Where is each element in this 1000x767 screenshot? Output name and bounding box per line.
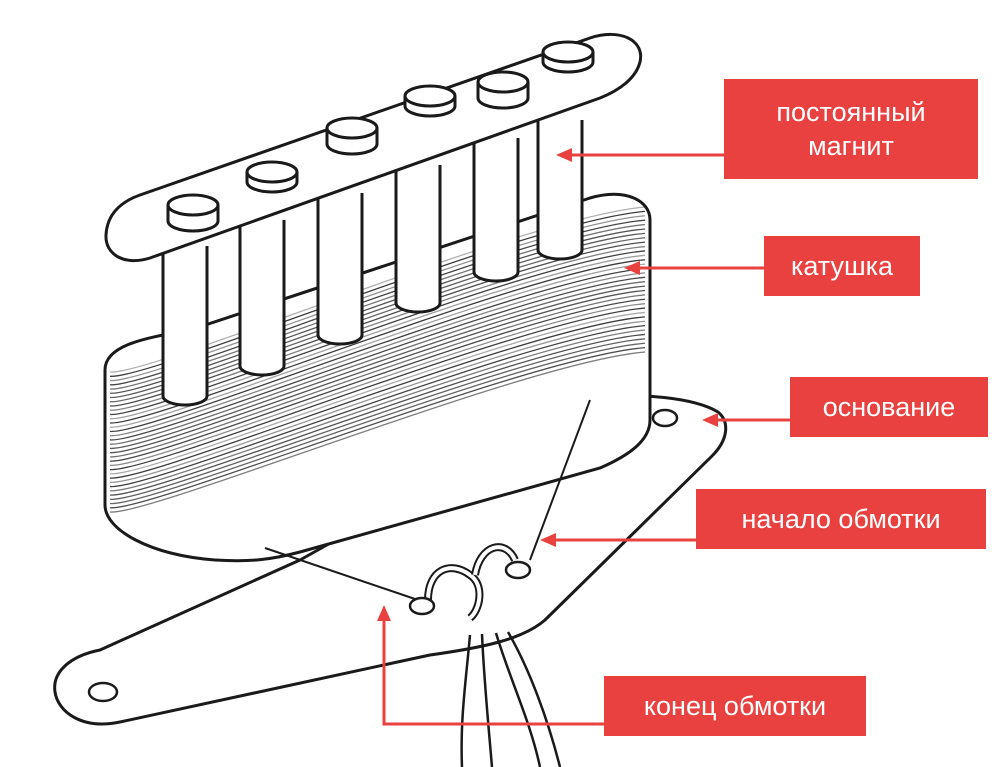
pole-rod <box>472 138 520 283</box>
label-permanent-magnet-line2: магнит <box>808 131 894 161</box>
label-base-text: основание <box>822 392 956 422</box>
pole-rod <box>161 246 209 407</box>
label-winding-end: конец обмотки <box>604 676 866 736</box>
coil-winding-line <box>109 351 646 513</box>
coil-winding-line <box>109 272 646 437</box>
base-mount-hole-left <box>87 681 119 703</box>
coil-winding-line <box>109 346 646 509</box>
coil-winding-line <box>109 281 646 445</box>
coil-winding-line <box>109 298 646 462</box>
coil-winding-line <box>109 333 646 496</box>
base-mount-hole-right <box>651 408 679 428</box>
magnet-cap-top <box>325 116 379 140</box>
magnet-caps <box>166 40 595 233</box>
coil-winding-line <box>109 338 646 500</box>
magnet-cap-top <box>166 193 220 217</box>
coil-winding-line <box>109 285 646 450</box>
coil-winding-line <box>109 276 646 441</box>
pole-rod <box>238 220 286 377</box>
magnet-cap-top <box>245 160 299 184</box>
label-winding-end-text: конец обмотки <box>643 691 827 721</box>
magnet-cap-top <box>541 40 595 64</box>
lead-wires <box>460 631 562 767</box>
pole-rod <box>536 120 584 261</box>
label-winding-start: начало обмотки <box>696 489 986 549</box>
coil-winding-line <box>109 316 646 479</box>
coil-winding-line <box>109 294 646 458</box>
coil-winding-line <box>109 320 646 483</box>
coil-winding-line <box>109 307 646 471</box>
label-permanent-magnet-line1: постоянный <box>776 97 926 127</box>
magnet-cap-top <box>476 70 530 94</box>
coil-winding-line <box>109 329 646 492</box>
label-permanent-magnet: постоянный магнит <box>724 79 978 179</box>
coil-winding-line <box>109 267 646 433</box>
pole-rod <box>394 165 442 314</box>
pole-rod <box>316 193 364 346</box>
coil-winding-line <box>109 289 646 454</box>
coil-winding-line <box>109 311 646 475</box>
label-coil: катушка <box>764 236 920 296</box>
label-coil-text: катушка <box>790 251 894 281</box>
label-base: основание <box>790 377 988 437</box>
coil-winding-line <box>109 259 646 424</box>
coil-winding-line <box>109 324 646 488</box>
coil-winding-line <box>109 303 646 466</box>
coil-winding-line <box>109 263 646 428</box>
coil-winding-line <box>109 342 646 505</box>
annotation-arrows <box>377 148 790 726</box>
coil-leads <box>264 399 591 601</box>
solder-terminals <box>408 543 532 622</box>
magnet-cap-top <box>403 84 457 108</box>
label-winding-start-text: начало обмотки <box>741 504 941 534</box>
